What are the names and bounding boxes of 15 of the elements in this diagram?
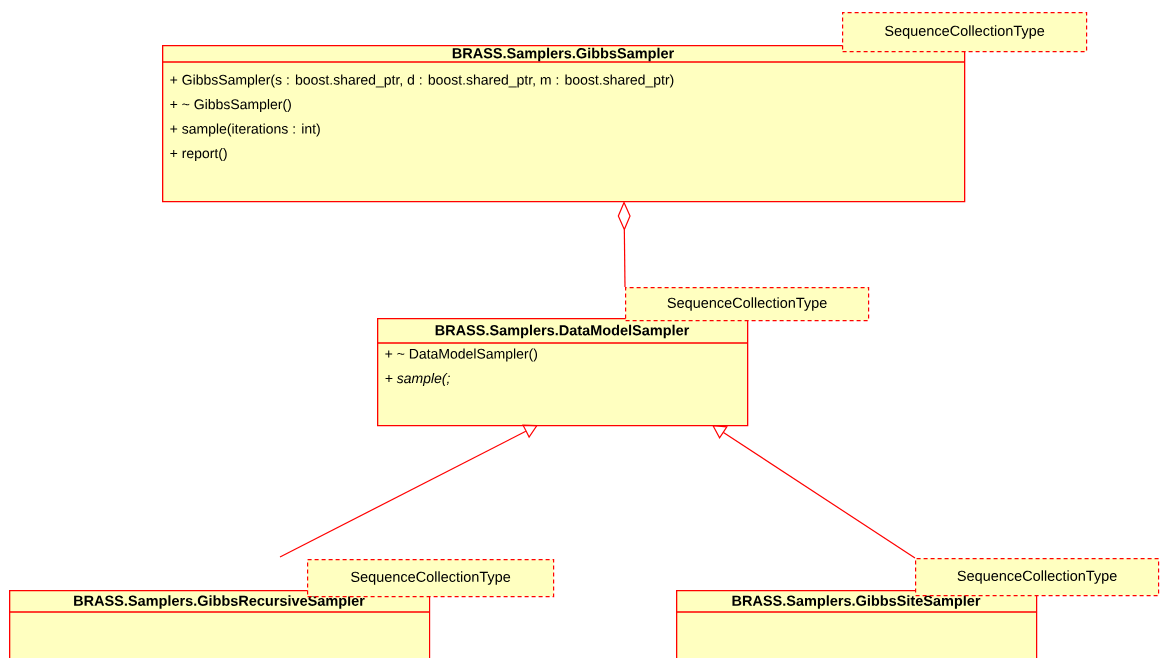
operation: + ~ GibbsSampler()	[170, 98, 291, 112]
operation: + sample(;	[385, 372, 450, 386]
template-parameter-box: SequenceCollectionType	[625, 287, 870, 322]
class-name: BRASS.Samplers.GibbsSiteSampler	[732, 595, 981, 609]
class-name: BRASS.Samplers.DataModelSampler	[435, 324, 690, 339]
operation: + sample(iterations : int)	[170, 123, 320, 137]
connector	[279, 424, 538, 558]
connector	[617, 201, 631, 288]
connector	[712, 425, 916, 559]
template-parameter-box: SequenceCollectionType	[842, 12, 1088, 53]
operation: + GibbsSampler(s : boost.shared_ptr, d : boost.shared_ptr, m : boost.shared_ptr)	[170, 74, 674, 88]
operation: + ~ DataModelSampler()	[385, 348, 538, 362]
class-name: BRASS.Samplers.GibbsSampler	[452, 47, 674, 62]
operation: + report()	[170, 147, 227, 161]
class-name: BRASS.Samplers.GibbsRecursiveSampler	[74, 595, 365, 609]
